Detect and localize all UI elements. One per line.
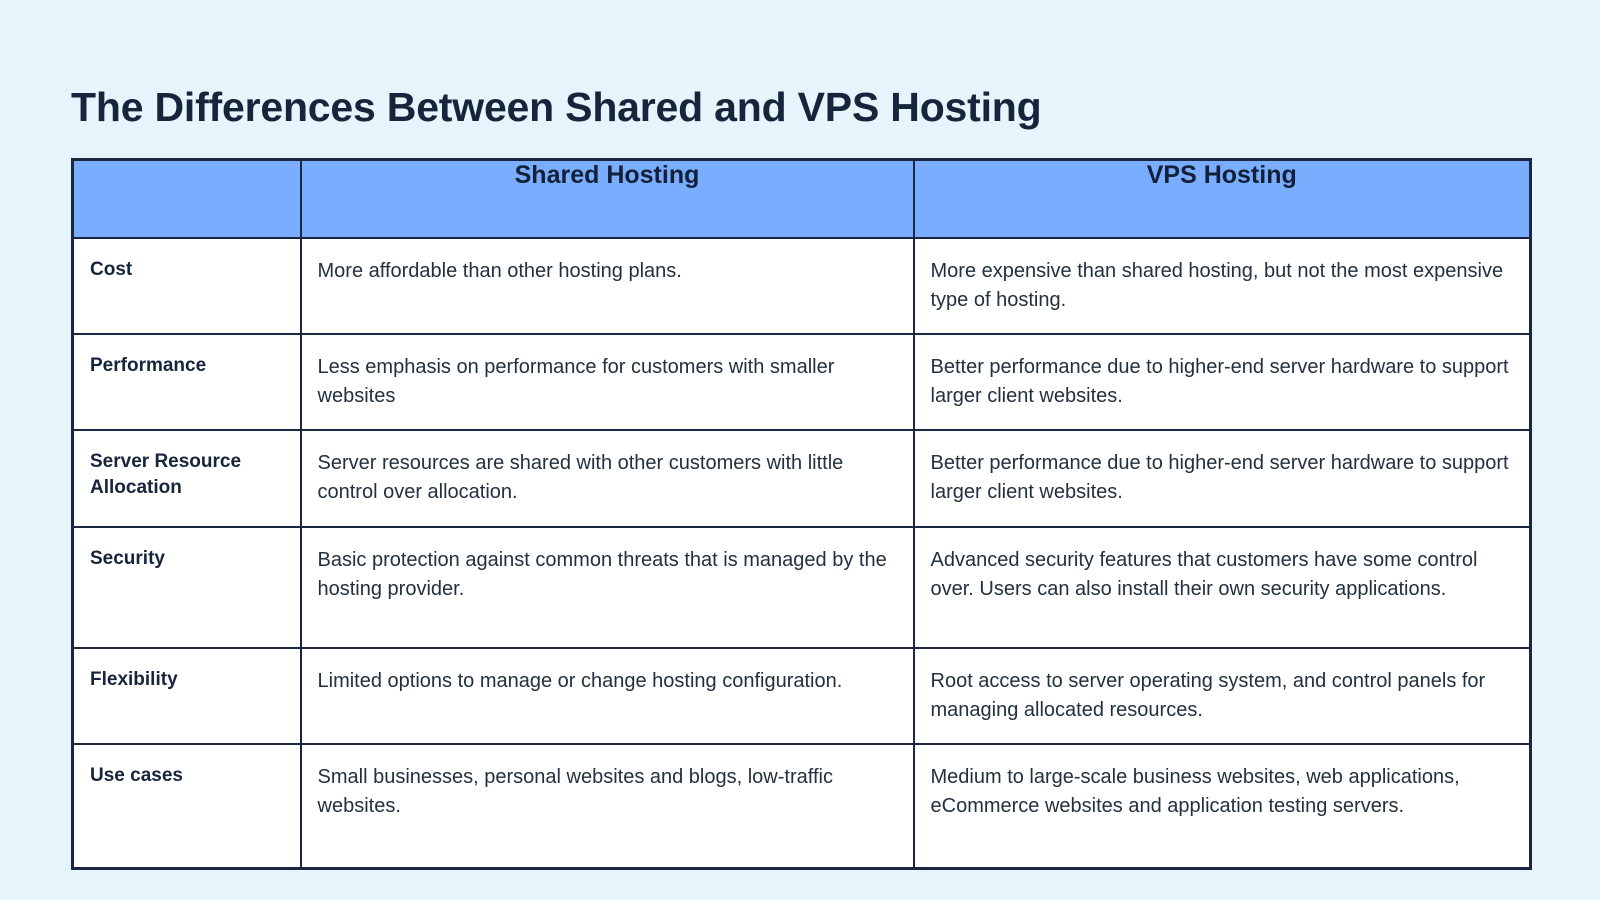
row-label-flexibility: Flexibility [71, 646, 302, 746]
cell-cost-vps: More expensive than shared hosting, but … [912, 236, 1532, 335]
cell-flexibility-vps: Root access to server operating system, … [912, 646, 1532, 746]
cell-security-vps: Advanced security features that customer… [912, 525, 1532, 649]
table-row: Use cases Small businesses, personal web… [71, 743, 1532, 869]
table-row: Cost More affordable than other hosting … [71, 236, 1532, 335]
cell-security-shared: Basic protection against common threats … [299, 525, 915, 649]
cell-performance-vps: Better performance due to higher-end ser… [912, 332, 1532, 432]
table-header-row: Shared Hosting VPS Hosting [71, 158, 1532, 239]
cell-performance-shared: Less emphasis on performance for custome… [299, 332, 915, 432]
page-title: The Differences Between Shared and VPS H… [71, 84, 1042, 131]
cell-server-resource-allocation-vps: Better performance due to higher-end ser… [912, 429, 1532, 528]
cell-use-cases-vps: Medium to large-scale business websites,… [912, 743, 1532, 869]
table-row: Flexibility Limited options to manage or… [71, 646, 1532, 746]
cell-server-resource-allocation-shared: Server resources are shared with other c… [299, 429, 915, 528]
row-label-use-cases: Use cases [71, 743, 302, 869]
cell-use-cases-shared: Small businesses, personal websites and … [299, 743, 915, 869]
comparison-table-container: Shared Hosting VPS Hosting Cost More aff… [71, 158, 1532, 870]
table-body: Cost More affordable than other hosting … [71, 236, 1532, 869]
table-header-vps-hosting: VPS Hosting [912, 158, 1532, 239]
row-label-server-resource-allocation: Server Resource Allocation [71, 429, 302, 528]
table-row: Server Resource Allocation Server resour… [71, 429, 1532, 528]
table-header: Shared Hosting VPS Hosting [71, 158, 1532, 239]
table-header-shared-hosting: Shared Hosting [299, 158, 915, 239]
comparison-table: Shared Hosting VPS Hosting Cost More aff… [71, 158, 1532, 870]
row-label-performance: Performance [71, 332, 302, 432]
row-label-cost: Cost [71, 236, 302, 335]
cell-flexibility-shared: Limited options to manage or change host… [299, 646, 915, 746]
table-header-corner [71, 158, 302, 239]
table-row: Security Basic protection against common… [71, 525, 1532, 649]
table-row: Performance Less emphasis on performance… [71, 332, 1532, 432]
cell-cost-shared: More affordable than other hosting plans… [299, 236, 915, 335]
row-label-security: Security [71, 525, 302, 649]
